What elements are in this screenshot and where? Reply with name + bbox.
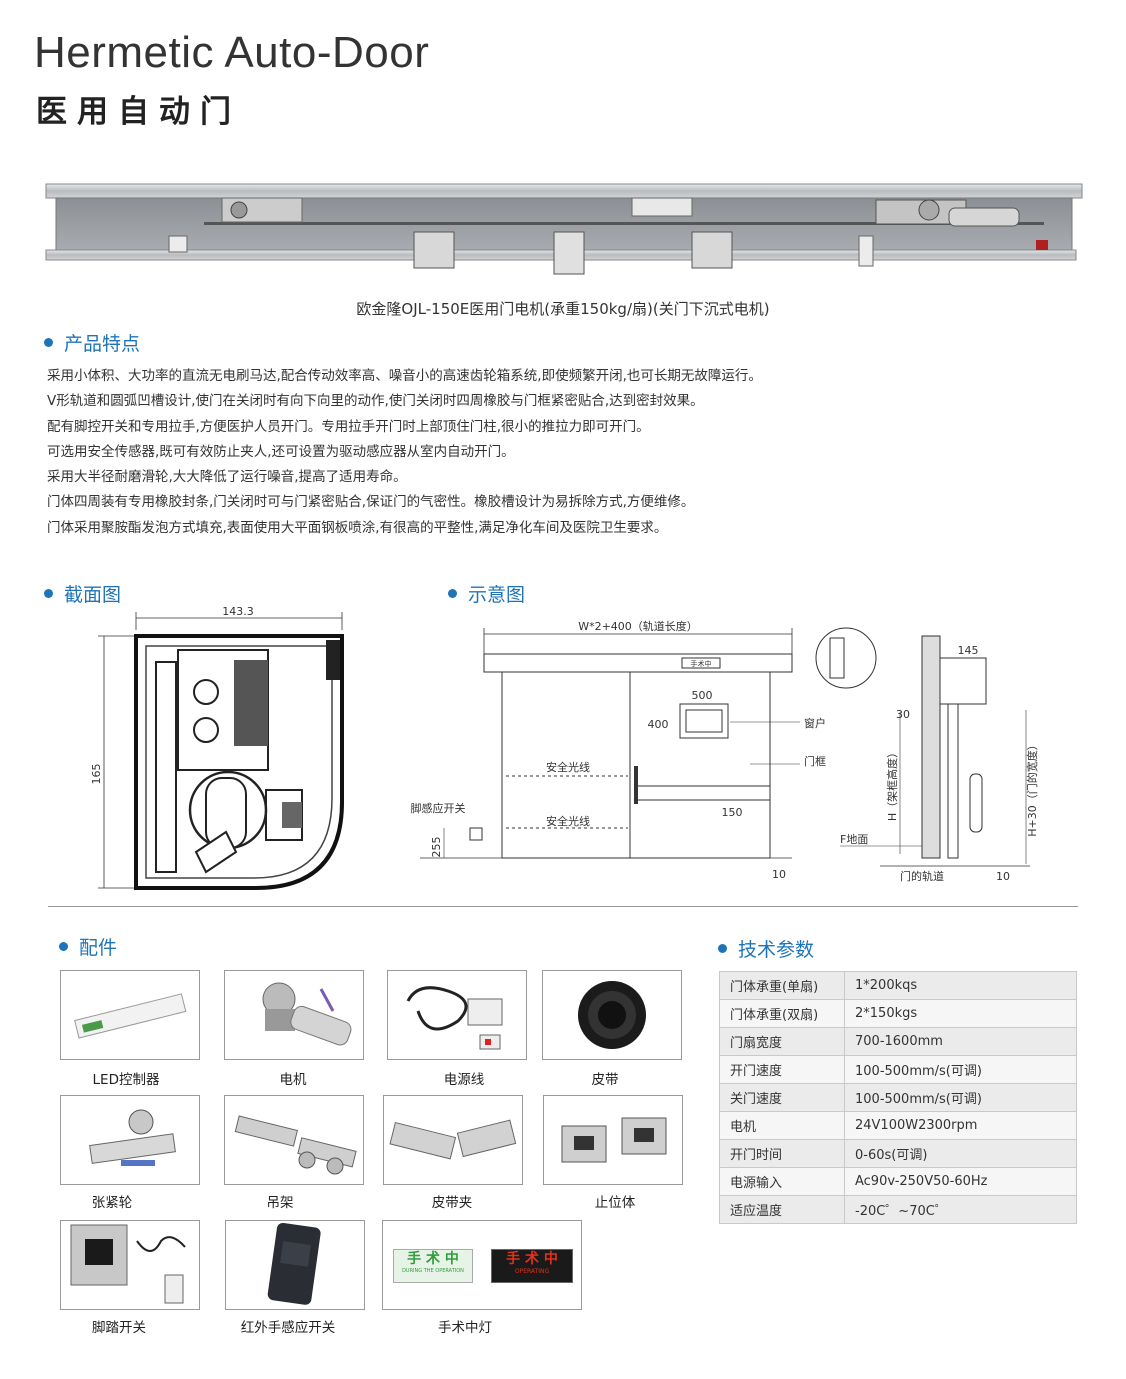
accessory-label: 手术中灯	[438, 1320, 492, 1336]
title-english: Hermetic Auto-Door	[34, 28, 430, 77]
handle-height-label: 150	[722, 806, 743, 819]
feature-line: 可选用安全传感器,既可有效防止夹人,还可设置为驱动感应器从室内自动开门。	[47, 443, 515, 460]
window-label: 窗户	[804, 716, 826, 730]
spec-value: 24V100W2300rpm	[844, 1111, 1077, 1140]
tensioner-image	[60, 1095, 200, 1185]
operating-lamp-image: 手 术 中 DURING THE OPERATION 手 术 中 OPERATI…	[382, 1220, 582, 1310]
feature-line: 门体四周装有专用橡胶封条,门关闭时可与门紧密贴合,保证门的气密性。橡胶槽设计为易…	[47, 494, 695, 511]
spec-value: 100-500mm/s(可调)	[844, 1083, 1077, 1112]
spec-key: 门扇宽度	[719, 1027, 845, 1056]
motor-image	[224, 970, 364, 1060]
sign-label: 手术中	[691, 659, 712, 668]
specs-heading: 技术参数	[718, 935, 814, 962]
section-view-heading: 截面图	[44, 580, 121, 607]
side-gap-label: 10	[996, 870, 1010, 883]
door-width-label: H+30（门的宽度）	[1025, 739, 1039, 837]
spec-key: 电机	[719, 1111, 845, 1140]
track-label: 门的轨道	[900, 869, 944, 883]
power-cable-image	[387, 970, 527, 1060]
bullet-icon	[44, 589, 53, 598]
accessory-label: 张紧轮	[91, 1195, 133, 1211]
table-row: 门体承重(单扇)1*200kqs	[719, 971, 1077, 1000]
accessories-heading: 配件	[59, 933, 117, 960]
belt-clamp-image	[383, 1095, 523, 1185]
green-lamp: 手 术 中 DURING THE OPERATION	[393, 1249, 473, 1283]
width-dimension: 143.3	[222, 605, 254, 618]
side-top-label: 30	[896, 708, 910, 721]
floor-label: F地面	[840, 833, 868, 846]
feature-line: 配有脚控开关和专用拉手,方便医护人员开门。专用拉手开门时上部顶住门柱,很小的推拉…	[47, 418, 650, 435]
spec-value: 2*150kgs	[844, 999, 1077, 1028]
accessory-label: 吊架	[266, 1195, 294, 1211]
spec-value: 700-1600mm	[844, 1027, 1077, 1056]
table-row: 门体承重(双扇)2*150kgs	[719, 999, 1077, 1028]
bullet-icon	[718, 944, 727, 953]
stopper-image	[543, 1095, 683, 1185]
height-dimension: 165	[90, 764, 103, 785]
spec-value: 0-60s(可调)	[844, 1139, 1077, 1168]
spec-key: 门体承重(双扇)	[719, 999, 845, 1028]
spec-key: 开门时间	[719, 1139, 845, 1168]
features-heading: 产品特点	[44, 329, 140, 356]
spec-key: 门体承重(单扇)	[719, 971, 845, 1000]
bullet-icon	[448, 589, 457, 598]
accessory-label: LED控制器	[92, 1072, 160, 1088]
accessory-label: 脚踏开关	[92, 1320, 146, 1336]
table-row: 适应温度-20C゜~70C゜	[719, 1195, 1077, 1224]
feature-line: 采用大半径耐磨滑轮,大大降低了运行噪音,提高了适用寿命。	[47, 469, 407, 486]
features-list: 采用小体积、大功率的直流无电刷马达,配合传动效率高、噪音小的高速齿轮箱系统,即使…	[47, 364, 762, 541]
accessory-label: 皮带	[591, 1072, 619, 1088]
frame-label: 门框	[804, 754, 826, 768]
spec-key: 适应温度	[719, 1195, 845, 1224]
foot-switch-height-label: 255	[430, 837, 443, 858]
accessory-label: 皮带夹	[431, 1195, 473, 1211]
title-chinese: 医用自动门	[36, 94, 241, 130]
spec-value: 1*200kqs	[844, 971, 1077, 1000]
feature-line: V形轨道和圆弧凹槽设计,使门在关闭时有向下向里的动作,使门关闭时四周橡胶与门框紧…	[47, 393, 704, 410]
accessory-label: 红外手感应开关	[240, 1320, 336, 1336]
led-controller-image	[60, 970, 200, 1060]
divider	[48, 906, 1078, 907]
door-operator-image	[45, 183, 1083, 275]
window-width-label: 500	[692, 689, 713, 702]
spec-key: 电源输入	[719, 1167, 845, 1196]
bullet-icon	[44, 338, 53, 347]
spec-value: 100-500mm/s(可调)	[844, 1055, 1077, 1084]
ir-switch-image	[225, 1220, 365, 1310]
side-width-label: 145	[958, 644, 979, 657]
bullet-icon	[59, 942, 68, 951]
hanger-image	[224, 1095, 364, 1185]
accessory-label: 电机	[279, 1072, 307, 1088]
spec-value: -20C゜~70C゜	[844, 1195, 1077, 1224]
feature-line: 采用小体积、大功率的直流无电刷马达,配合传动效率高、噪音小的高速齿轮箱系统,即使…	[47, 368, 762, 384]
accessory-label: 止位体	[594, 1195, 636, 1211]
safety-beam-label: 安全光线	[546, 814, 590, 828]
safety-beam-label: 安全光线	[546, 760, 590, 774]
belt-image	[542, 970, 682, 1060]
frame-height-label: H（架框高度）	[885, 747, 899, 821]
product-caption: 欧金隆OJL-150E医用门电机(承重150kg/扇)(关门下沉式电机)	[356, 300, 770, 318]
foot-switch-image	[60, 1220, 200, 1310]
spec-value: Ac90v-250V50-60Hz	[844, 1167, 1077, 1196]
feature-line: 门体采用聚胺酯发泡方式填充,表面使用大平面钢板喷涂,有很高的平整性,满足净化车间…	[47, 519, 668, 536]
window-height-label: 400	[648, 718, 669, 731]
track-length-label: W*2+400（轨道长度）	[578, 619, 698, 633]
spec-key: 开门速度	[719, 1055, 845, 1084]
accessory-label: 电源线	[443, 1072, 485, 1088]
cross-section-drawing: 143.3 165	[90, 605, 344, 890]
gap-label: 10	[772, 868, 786, 881]
schematic-heading: 示意图	[448, 580, 525, 607]
red-lamp: 手 术 中 OPERATING	[491, 1249, 573, 1283]
foot-switch-label: 脚感应开关	[411, 801, 466, 815]
spec-key: 关门速度	[719, 1083, 845, 1112]
schematic-drawing: W*2+400（轨道长度） 手术中 500 400 窗户 门框 安全光线 安全光…	[411, 619, 1040, 883]
